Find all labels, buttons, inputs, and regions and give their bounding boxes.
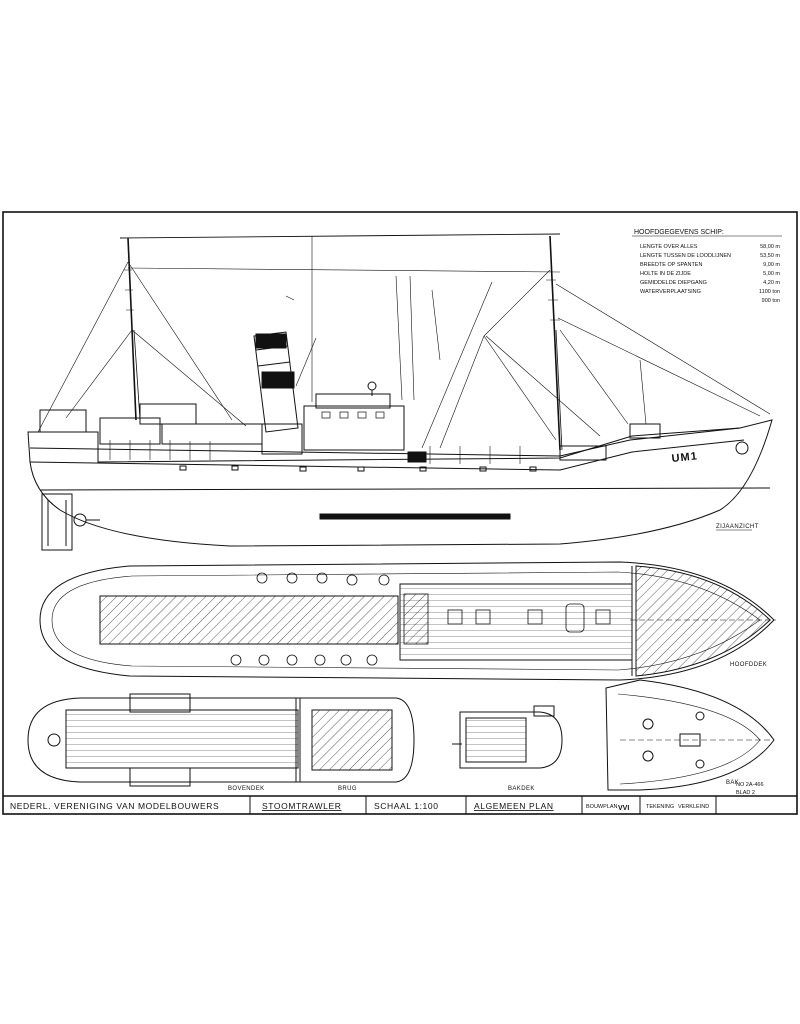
spec-row-value: 5,00 m [763,271,780,277]
spec-row-label: HOLTE IN DE ZIJDE [640,271,691,277]
deck-plan [39,561,776,681]
detail-code: NO 2A-466 [736,782,764,788]
spec-row-value: 1100 ton [759,289,780,295]
forecastle-plan [605,679,775,791]
drawn-label: TEKENING [646,804,674,810]
spec-row-label: LENGTE OVER ALLES [640,244,698,250]
rudder [41,493,73,551]
spec-row-label: WATERVERPLAATSING [640,289,701,295]
hull-outline [27,419,773,547]
bow-plan-label: BAK [726,780,739,786]
sheet-number: VVI [618,805,629,812]
detail-sub: BLAD 2 [736,790,755,796]
ship-type: STOOMTRAWLER [262,801,341,811]
spec-row-value: 900 ton [762,298,780,304]
spec-row-value: 53,50 m [760,253,780,259]
sheet-label: BOUWPLAN [586,804,618,810]
spec-row-label: LENGTE TUSSEN DE LOODLIJNEN [640,253,731,259]
boat-deck-label: BOVENDEK [228,786,265,792]
forecastle-deck-label: BAKDEK [508,786,535,792]
side-view-label: ZIJAANZICHT [716,524,759,530]
bridge-label: BRUG [338,786,357,792]
spec-row-label: BREEDTE OP SPANTEN [640,262,702,268]
hull-marking: UM1 [671,450,698,465]
plan-border [2,211,798,815]
society-name: NEDERL. VERENIGING VAN MODELBOUWERS [10,801,219,811]
deck-plan-label: HOOFDDEK [730,662,767,668]
deck-lights [230,572,390,666]
specs-table: HOOFDGEGEVENS SCHIP: LENGTE OVER ALLES 58… [632,229,782,304]
drawn-value: VERKLEIND [678,804,709,810]
main-mast [127,237,137,421]
spec-row-value: 4,20 m [763,280,780,286]
side-elevation [27,233,773,551]
fish-hold-hatch [99,595,399,645]
spec-row-value: 9,00 m [763,262,780,268]
title-block [3,795,797,814]
waterline [39,487,771,491]
spec-row-value: 58,00 m [760,244,780,250]
fore-mast [549,235,561,451]
spec-row-label: GEMIDDELDE DIEPGANG [640,280,707,286]
funnel [253,331,299,433]
plan-type: ALGEMEEN PLAN [474,801,554,811]
hull-portholes [179,465,537,472]
specs-title: HOOFDGEGEVENS SCHIP: [634,229,724,236]
lower-deck-views [27,679,775,791]
scale-text: SCHAAL 1:100 [374,801,439,811]
